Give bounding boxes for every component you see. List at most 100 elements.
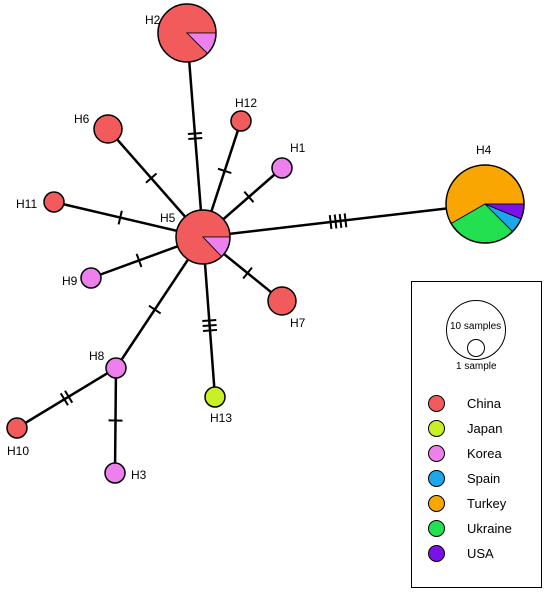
pie-slice-china <box>7 418 27 438</box>
pie-slice-korea <box>272 158 292 178</box>
legend-swatch <box>428 394 445 412</box>
scale-circle-small <box>467 339 485 357</box>
pie-slice-china <box>268 287 296 315</box>
mutation-tick <box>243 190 255 203</box>
node-outline <box>267 286 297 316</box>
node-label-h7: H7 <box>290 316 306 330</box>
node-h7 <box>267 286 297 316</box>
node-label-h9: H9 <box>62 274 78 288</box>
mutation-tick <box>328 215 333 230</box>
mutation-tick <box>333 214 338 229</box>
legend-swatch <box>428 419 445 437</box>
pie-slice-korea <box>105 463 125 483</box>
legend-item-turkey: Turkey <box>428 493 506 513</box>
node-label-h11: H11 <box>16 197 37 211</box>
legend-item-ukraine: Ukraine <box>428 518 512 538</box>
node-label-h5: H5 <box>160 211 176 225</box>
mutation-tick <box>135 253 143 268</box>
node-h5 <box>175 209 231 265</box>
pie-slice-korea <box>81 268 101 288</box>
node-outline <box>43 191 65 213</box>
mutation-tick <box>338 213 343 228</box>
node-h9 <box>80 267 102 289</box>
legend-label: USA <box>467 545 494 561</box>
legend-label: China <box>467 395 501 411</box>
node-h1 <box>271 157 293 179</box>
mutation-ticks <box>59 131 348 422</box>
node-outline <box>271 157 293 179</box>
legend-item-usa: USA <box>428 543 494 563</box>
edge-h5-h2 <box>185 32 205 238</box>
mutation-tick <box>242 267 253 280</box>
scale-label-large: 10 samples <box>450 321 502 332</box>
pie-slice-china <box>231 111 251 131</box>
edge-h8-h10 <box>16 366 117 430</box>
pie-slice-china <box>44 192 64 212</box>
legend-label: Turkey <box>467 495 507 511</box>
legend-swatch <box>428 469 445 487</box>
legend-swatch <box>428 444 445 462</box>
pie-slice-korea <box>106 358 126 378</box>
node-outline <box>445 164 525 244</box>
node-h4 <box>445 164 525 244</box>
mutation-tick <box>117 210 123 225</box>
legend-label: Spain <box>467 470 501 486</box>
mutation-tick <box>59 392 69 406</box>
mutation-tick <box>202 323 217 327</box>
mutation-tick <box>343 213 348 228</box>
node-outline <box>80 267 102 289</box>
node-label-h8: H8 <box>89 349 105 363</box>
mutation-tick <box>148 304 162 315</box>
edge-h5-h4 <box>202 202 486 239</box>
node-h10 <box>6 417 28 439</box>
legend-item-spain: Spain <box>428 468 500 488</box>
node-h11 <box>43 191 65 213</box>
legend-label: Ukraine <box>467 520 512 536</box>
node-outline <box>157 3 217 63</box>
node-label-h13: H13 <box>210 411 232 425</box>
node-outline <box>105 357 127 379</box>
node-outline <box>93 114 123 144</box>
node-h2 <box>157 3 217 63</box>
node-label-h1: H1 <box>290 141 306 155</box>
legend-swatch <box>428 544 445 562</box>
node-label-h4: H4 <box>476 143 492 157</box>
scale-circle-large <box>446 300 506 360</box>
mutation-tick <box>145 172 158 184</box>
node-outline <box>175 209 231 265</box>
node-outline <box>204 386 226 408</box>
pie-slice-japan <box>205 387 225 407</box>
legend-label: Japan <box>467 420 503 436</box>
node-outline <box>6 417 28 439</box>
node-h8 <box>105 357 127 379</box>
node-label-h12: H12 <box>235 96 257 110</box>
mutation-tick <box>217 167 232 175</box>
mutation-tick <box>187 131 202 136</box>
legend-label: Korea <box>467 445 502 461</box>
node-outline <box>104 462 126 484</box>
mutation-tick <box>202 318 217 323</box>
node-h3 <box>104 462 126 484</box>
network-nodes <box>6 3 525 484</box>
mutation-tick <box>202 328 218 332</box>
node-label-h2: H2 <box>145 13 161 27</box>
mutation-tick <box>188 136 203 141</box>
legend-swatch <box>428 519 445 537</box>
node-h12 <box>230 110 252 132</box>
node-h13 <box>204 386 226 408</box>
legend-item-korea: Korea <box>428 443 502 463</box>
legend-item-japan: Japan <box>428 418 502 438</box>
node-label-h3: H3 <box>131 468 147 482</box>
pie-slice-china <box>94 115 122 143</box>
legend-box: 10 samples 1 sample China Japan Korea Sp… <box>411 281 542 588</box>
node-label-h6: H6 <box>74 112 90 126</box>
scale-label-small: 1 sample <box>456 361 497 372</box>
node-label-h10: H10 <box>7 444 29 458</box>
node-h6 <box>93 114 123 144</box>
mutation-tick <box>64 390 74 404</box>
legend-swatch <box>428 494 445 512</box>
node-outline <box>230 110 252 132</box>
legend-item-china: China <box>428 393 501 413</box>
